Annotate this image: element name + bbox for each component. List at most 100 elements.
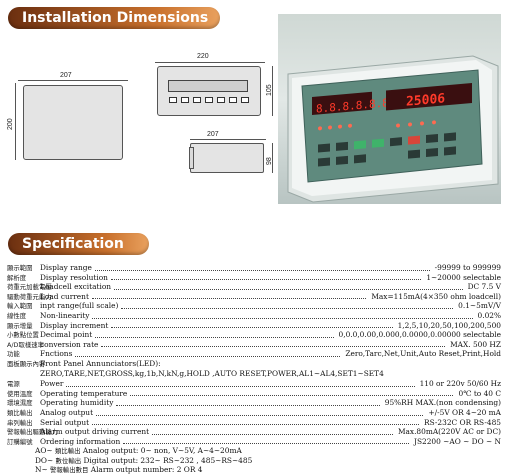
- spec-row-zh: 小數點位置: [7, 331, 39, 340]
- front-height-line: [272, 66, 273, 116]
- spec-row-label: Alarm output driving current: [40, 427, 150, 437]
- side-height-label: 200: [7, 118, 14, 130]
- spec-row-value: MAX. 500 HZ: [448, 339, 501, 350]
- spec-row-leader: [123, 443, 409, 445]
- spec-row-label: Loadcell excitation: [40, 282, 112, 292]
- spec-row-zh: 串列輸出: [7, 418, 33, 427]
- spec-row-zh: 環境濕度: [7, 399, 33, 408]
- spec-row-leader: [116, 404, 380, 406]
- spec-row-zh: 電源: [7, 380, 20, 389]
- spec-row-label: Non-linearity: [40, 310, 90, 320]
- spec-row-leader: [152, 433, 393, 435]
- ordering-text: Digital output: 232~ RS~232 , 485~RS~485: [83, 455, 253, 465]
- spec-row-leader: [92, 317, 473, 319]
- top-width-label: 207: [207, 131, 219, 138]
- spec-row-zh: 顯示範圍: [7, 264, 33, 272]
- spec-row-zh: 使用溫度: [7, 389, 33, 398]
- spec-row-zh: 解析度: [7, 273, 27, 282]
- right-display: [386, 83, 472, 111]
- ordering-item: N~ 警報輸出數目 Alarm output number: 2 OR 4: [35, 465, 501, 475]
- spec-row-value: Zero,Tarc,Net,Unit,Auto Reset,Print,Hold: [343, 349, 501, 359]
- spec-row-label: Load current: [40, 291, 89, 301]
- spec-row: 驅動荷重元能力Load current Max=115mA(4×350 ohm l…: [7, 291, 501, 302]
- ordering-zh: 數位輸出: [55, 456, 82, 465]
- ordering-zh: 類比輸出: [54, 447, 81, 456]
- spec-row-value: 0.1~5mV/V: [456, 301, 501, 311]
- spec-row-value: RS-232C OR RS-485: [422, 417, 501, 428]
- spec-row-value: 1~20000 selectable: [424, 272, 501, 283]
- spec-row-value: +/-5V OR 4~20 mA: [426, 407, 501, 418]
- spec-row-label: conversion rate: [40, 339, 99, 349]
- annunciators-zh: 面板顯示內容: [7, 359, 46, 368]
- spec-row-zh: 驅動荷重元能力: [7, 292, 52, 301]
- front-width-line: [155, 62, 265, 63]
- left-display: [312, 91, 372, 116]
- spec-row-zh: 功能: [7, 350, 20, 359]
- side-width-line: [18, 80, 128, 81]
- front-view-box: [157, 66, 261, 116]
- ordering-text: Analog output: 0~ non, V~5V, A~4~20mA: [82, 446, 242, 456]
- spec-row-label: Decimal point: [40, 330, 93, 340]
- front-buttons: [169, 97, 249, 103]
- right-display-digits: 25006: [406, 91, 445, 109]
- spec-row-leader: [111, 327, 393, 329]
- spec-row-leader: [66, 385, 415, 387]
- spec-row-value: 0.02%: [475, 310, 501, 321]
- spec-row-value: 1,2,5,10,20,50,100,200,500: [395, 320, 501, 331]
- spec-row-zh: 荷重元加載電壓: [7, 283, 52, 292]
- spec-row: 解析度 Display resolution 1~20000 selectable: [7, 272, 501, 283]
- front-display-window: [168, 80, 248, 92]
- spec-row-label: Display increment: [40, 320, 109, 330]
- top-view-bezel: [189, 147, 194, 169]
- ordering-prefix: N~: [35, 465, 48, 475]
- product-photo: 8.8.8.8.8.8 25006: [278, 14, 501, 204]
- spec-row-zh: 類比輸出: [7, 408, 33, 417]
- spec-row: 串列輸出 Serial output RS-232C OR RS-485: [7, 417, 501, 428]
- spec-row-zh: 輸入範圍: [7, 302, 33, 311]
- ordering-prefix: DO~: [35, 455, 54, 465]
- spec-row-value: Max=115mA(4×350 ohm loadcell): [369, 291, 501, 302]
- side-height-line: [15, 83, 16, 160]
- spec-row: 顯示增量 Display increment 1,2,5,10,20,50,100,…: [7, 320, 501, 331]
- spec-row-label: Operating temperature: [40, 388, 128, 398]
- spec-row-leader: [95, 269, 430, 271]
- annunciators-label: Front Panel Annunciators(LED):: [40, 358, 161, 368]
- spec-row-value: 110 or 220v 50/60 Hz: [417, 379, 501, 389]
- led-row: [318, 120, 436, 131]
- spec-row-leader: [95, 336, 334, 338]
- spec-row-label: Operating humidity: [40, 398, 114, 408]
- spec-row-leader: [114, 288, 463, 290]
- top-height-line: [272, 143, 273, 173]
- spec-row-leader: [92, 424, 419, 426]
- side-width-label: 207: [60, 72, 72, 79]
- spec-row-leader: [101, 346, 445, 348]
- weighing-indicator-image: 8.8.8.8.8.8 25006: [287, 55, 499, 203]
- spec-row-label: Display resolution: [40, 272, 108, 282]
- spec-row-value: 0,0.0,0.00,0.000,0.0000,0.00000 selectab…: [336, 330, 501, 340]
- spec-row: 小數點位置Decimal point 0,0.0,0.00,0.000,0.000…: [7, 330, 501, 340]
- spec-row: 環境濕度 Operating humidity 95%RH MAX.(non con…: [7, 398, 501, 408]
- spec-row-zh: 訂購編號: [7, 437, 33, 446]
- front-width-label: 220: [197, 53, 209, 60]
- annunciators-list: ZERO,TARE,NET,GROSS,kg,1b,N,kN,g,HOLD ,A…: [40, 368, 384, 378]
- spec-row-label: Analog output: [40, 407, 94, 417]
- spec-row-zh: 顯示增量: [7, 321, 33, 330]
- specification-title: Specification: [8, 233, 149, 255]
- spec-row-label: Serial output: [40, 417, 90, 427]
- spec-row-value: 95%RH MAX.(non condensing): [382, 398, 501, 408]
- spec-row-leader: [130, 395, 453, 397]
- spec-row: 輸入範圍 inpt range(full scale) 0.1~5mV/V: [7, 301, 501, 311]
- ordering-item: AO~ 類比輸出 Analog output: 0~ non, V~5V, A~…: [35, 446, 501, 456]
- spec-row-label: inpt range(full scale): [40, 301, 119, 311]
- spec-row-leader: [121, 307, 453, 309]
- annunciators-heading: 面板顯示內容Front Panel Annunciators(LED):: [7, 359, 501, 369]
- top-width-line: [190, 139, 266, 140]
